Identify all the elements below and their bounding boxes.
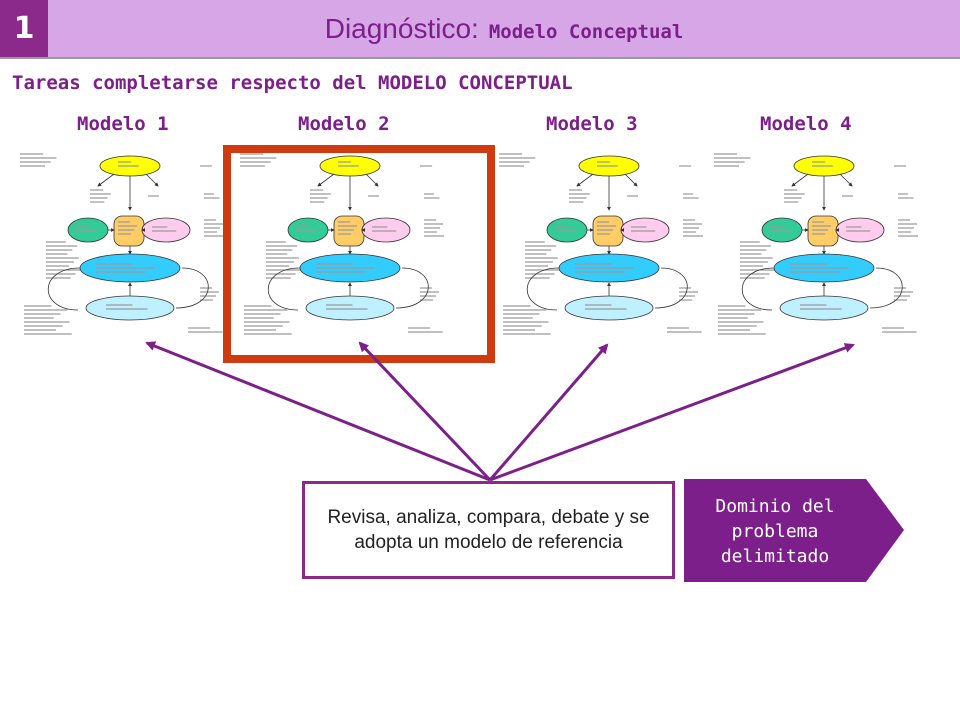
bottom-left-note [718,305,766,335]
right-node-text [372,226,397,232]
right-note [424,193,440,199]
base-node [85,295,175,321]
base-node [779,295,869,321]
callout-line-2: problema [731,521,819,542]
right-node-text [631,226,656,232]
model-2-thumbnail[interactable] [238,150,448,342]
header-bar: 1 Diagnóstico: Modelo Conceptual [0,0,960,59]
left-mid-note [784,189,805,203]
model-3-label: Modelo 3 [546,113,638,135]
outcome-node-text [790,263,849,273]
model-1-label: Modelo 1 [77,113,169,135]
base-node [564,295,654,321]
conceptual-model-diagram [714,153,919,335]
center-node-text [118,221,138,235]
left-node-text [555,226,576,232]
base-node-text [800,304,842,310]
outcome-node-text [316,263,375,273]
review-text: Revisa, analiza, compara, debate y se ad… [327,507,650,553]
title-main: Diagnóstico: [324,12,479,44]
right-node [141,217,191,243]
selected-model-frame [223,145,495,363]
left-node-text [76,226,97,232]
center-node [592,215,624,247]
center-node [807,215,839,247]
model-1-thumbnail[interactable] [18,150,228,342]
left-mid-note [310,189,331,203]
caption-note [882,327,917,333]
left-long-note [266,241,301,279]
outcome-node-text [575,263,634,273]
top-node-text [812,161,833,167]
section-number: 1 [0,0,48,57]
top-node-text [118,161,139,167]
conceptual-model-diagram [20,153,225,335]
right-note [683,193,699,199]
page-title: Diagnóstico: Modelo Conceptual [48,0,960,57]
caption-note [667,327,702,333]
review-box: Revisa, analiza, compara, debate y se ad… [302,481,675,579]
bottom-right-note [420,287,440,301]
base-node [305,295,395,321]
model-3-thumbnail[interactable] [497,150,707,342]
bottom-right-note [200,287,220,301]
right-note-2 [424,219,445,237]
bottom-right-note [894,287,914,301]
bottom-right-note [679,287,699,301]
subtitle: Tareas completarse respecto del MODELO C… [12,72,573,94]
conceptual-model-diagram [240,153,445,335]
bottom-left-note [24,305,72,335]
top-left-note [714,153,751,167]
model-4-label: Modelo 4 [760,113,852,135]
left-mid-note [90,189,111,203]
left-node [67,217,109,243]
left-node [761,217,803,243]
caption-note [408,327,443,333]
arrow-to-model-2 [358,341,492,482]
right-node-text [846,226,871,232]
center-node-text [338,221,358,235]
right-note-2 [204,219,225,237]
right-note-2 [898,219,919,237]
top-left-note [240,153,277,167]
arrow-to-model-4 [489,343,855,482]
bottom-left-note [503,305,551,335]
caption-note [188,327,223,333]
title-sub: Modelo Conceptual [488,20,684,43]
bottom-left-note [244,305,292,335]
center-node-text [812,221,832,235]
left-node [546,217,588,243]
top-left-note [20,153,57,167]
callout-line-3: delimitado [720,546,830,567]
base-node-text [585,304,627,310]
right-note-2 [683,219,704,237]
model-4-thumbnail[interactable] [712,150,922,342]
right-note [204,193,220,199]
arrow-to-model-3 [488,343,609,481]
left-long-note [46,241,81,279]
top-node-text [597,161,618,167]
arrow-to-model-1 [145,341,491,482]
right-node-text [152,226,177,232]
left-node-text [770,226,791,232]
left-node-text [296,226,317,232]
conceptual-model-diagram [499,153,704,335]
callout-line-1: Dominio del [715,496,835,517]
left-long-note [525,241,560,279]
problem-domain-callout [684,479,904,582]
right-node [835,217,885,243]
center-node-text [597,221,617,235]
model-2-label: Modelo 2 [298,113,390,135]
top-node-text [338,161,359,167]
left-mid-note [569,189,590,203]
outcome-node-text [96,263,155,273]
base-node-text [106,304,148,310]
problem-domain-text: Dominio del problema delimitado [690,484,860,579]
top-left-note [499,153,536,167]
right-node [620,217,670,243]
center-node [113,215,145,247]
base-node-text [326,304,368,310]
left-long-note [740,241,775,279]
right-note [898,193,914,199]
